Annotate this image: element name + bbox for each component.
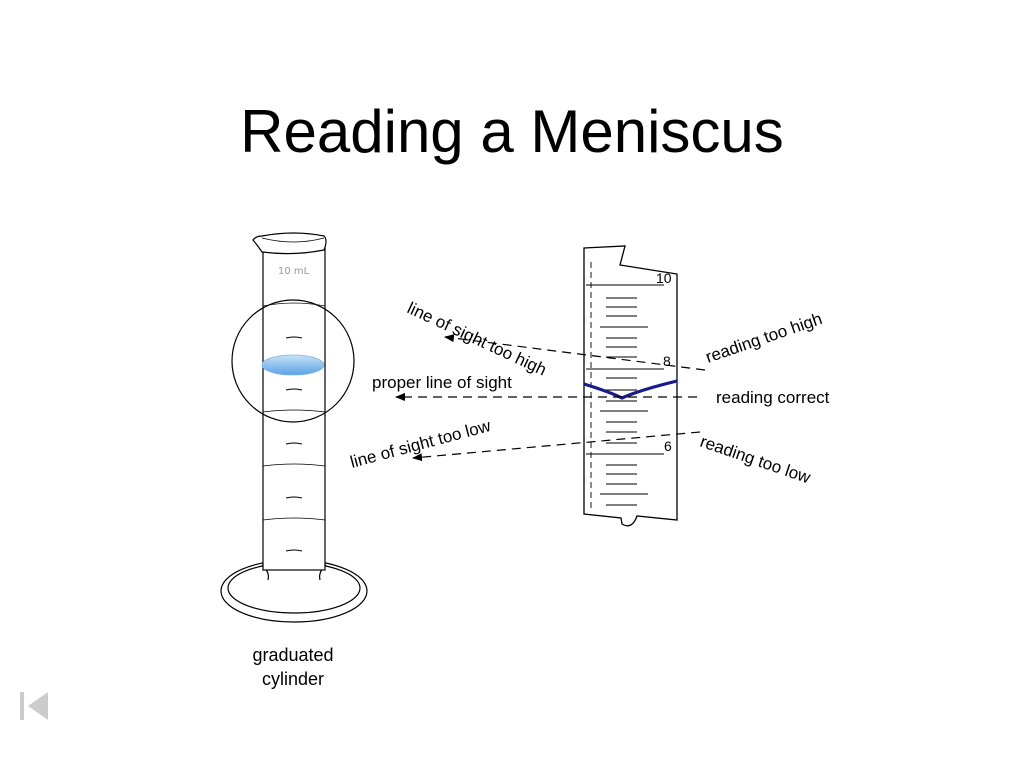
cylinder-rim — [252, 232, 327, 255]
label-line-of-sight-too-high: line of sight too high — [404, 298, 549, 379]
scale-strip: 10 8 6 — [583, 245, 678, 527]
cylinder-caption-line2: cylinder — [261, 669, 325, 689]
scale-label-8: 8 — [663, 353, 671, 369]
scale-label-6: 6 — [664, 438, 672, 454]
sight-line-too-low — [412, 431, 701, 462]
label-reading-too-high: reading too high — [703, 309, 824, 367]
first-slide-icon — [20, 692, 48, 720]
magnifier-circle — [231, 299, 355, 423]
scale-label-10: 10 — [656, 270, 672, 286]
page-title: Reading a Meniscus — [240, 98, 784, 165]
meniscus-curve — [583, 379, 678, 400]
cylinder-caption-line1: graduated — [252, 645, 334, 665]
cylinder-liquid-meniscus — [261, 354, 325, 376]
cylinder-caption: graduated cylinder — [213, 643, 373, 691]
cylinder-body — [262, 247, 326, 571]
label-reading-too-low: reading too low — [698, 432, 814, 488]
sight-lines — [395, 334, 706, 462]
label-proper-line-of-sight: proper line of sight — [372, 373, 512, 392]
graduated-cylinder — [220, 232, 368, 623]
label-line-of-sight-too-low: line of sight too low — [348, 416, 493, 472]
first-slide-button[interactable] — [18, 689, 52, 723]
cylinder-unit-label: 10 mL — [278, 266, 310, 277]
scale-ticks — [586, 284, 664, 506]
label-reading-correct: reading correct — [716, 388, 830, 407]
sight-line-too-high — [444, 334, 706, 371]
